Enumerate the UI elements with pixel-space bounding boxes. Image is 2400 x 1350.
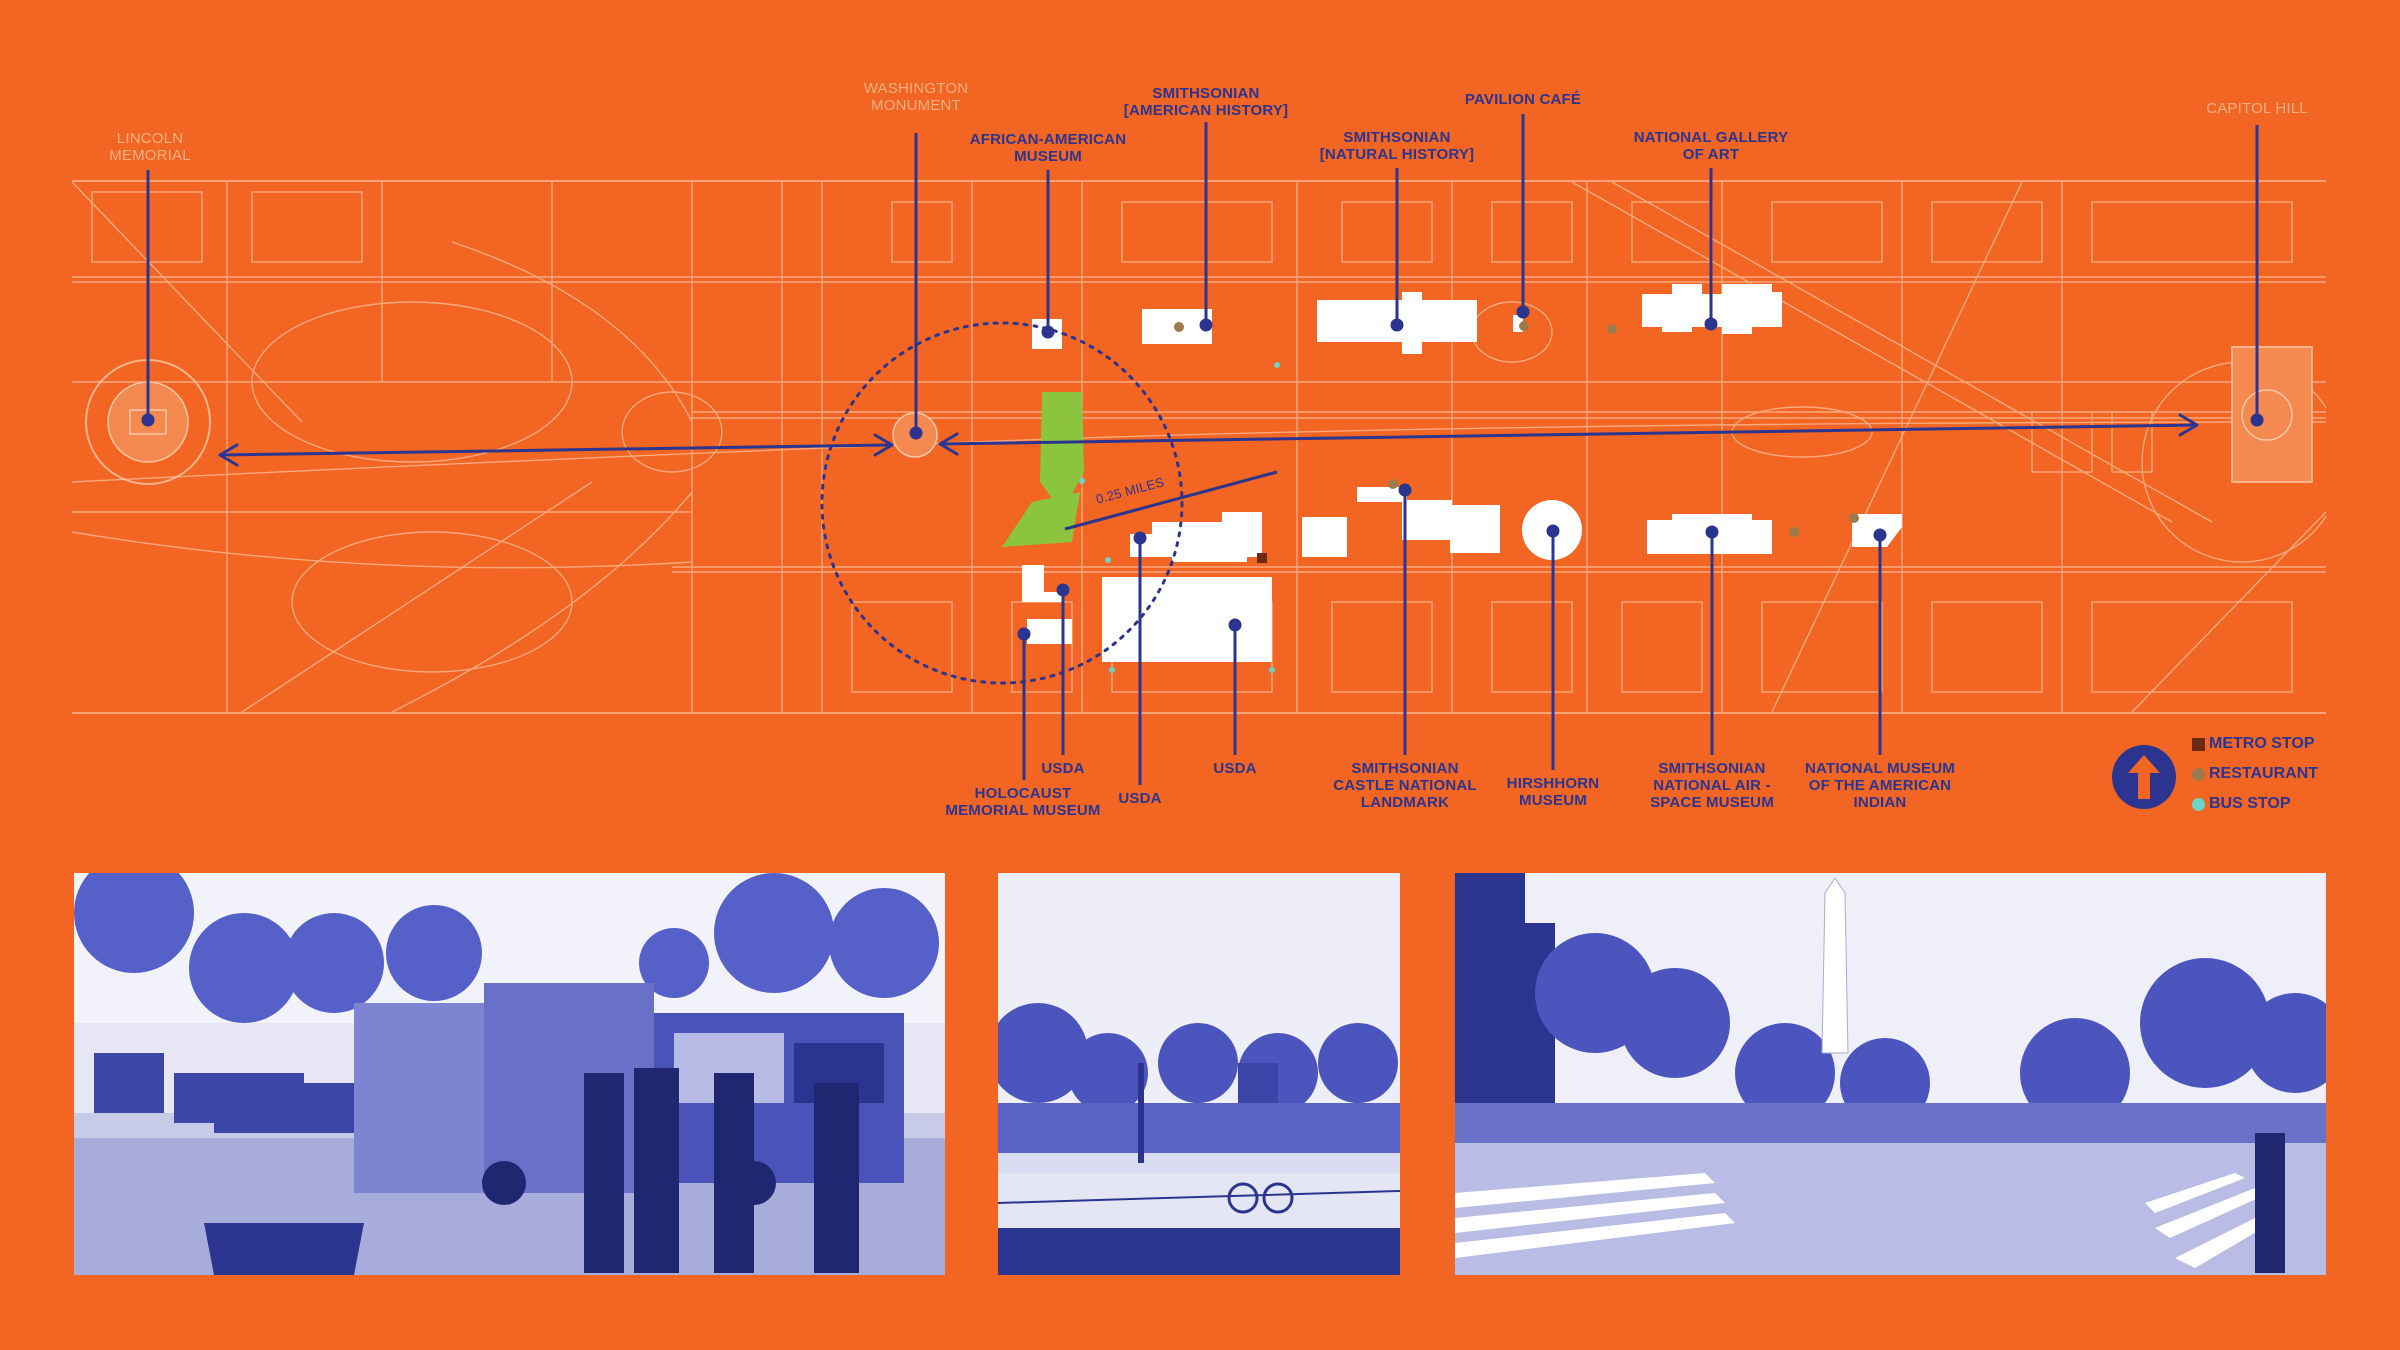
label-usda-3: USDA xyxy=(1213,760,1257,777)
label-national-gallery: NATIONAL GALLERY OF ART xyxy=(1633,129,1789,163)
label-washington-monument: WASHINGTON MONUMENT xyxy=(863,80,969,114)
legend-restaurant: RESTAURANT xyxy=(2192,765,2318,783)
monument-street-photo xyxy=(1455,873,2326,1275)
legend-bus-stop: BUS STOP xyxy=(2192,795,2291,813)
label-usda-2: USDA xyxy=(1118,790,1162,807)
label-usda-1: USDA xyxy=(1041,760,1085,777)
park-photo xyxy=(998,873,1400,1275)
map-legend: METRO STOP RESTAURANT BUS STOP xyxy=(2112,735,2332,820)
label-american-history: SMITHSONIAN [AMERICAN HISTORY] xyxy=(1123,85,1289,119)
label-natural-history: SMITHSONIAN [NATURAL HISTORY] xyxy=(1319,129,1475,163)
legend-metro-stop: METRO STOP xyxy=(2192,735,2315,753)
label-smithsonian-castle: SMITHSONIAN CASTLE NATIONAL LANDMARK xyxy=(1333,760,1477,811)
restaurant-icon xyxy=(2192,767,2205,781)
label-american-indian: NATIONAL MUSEUM OF THE AMERICAN INDIAN xyxy=(1805,760,1955,811)
label-lincoln-memorial: LINCOLN MEMORIAL xyxy=(109,130,191,164)
label-air-space-museum: SMITHSONIAN NATIONAL AIR - SPACE MUSEUM xyxy=(1650,760,1774,811)
food-truck-photo xyxy=(74,873,945,1275)
label-pavilion-cafe: PAVILION CAFÉ xyxy=(1464,91,1582,108)
bus-stop-icon xyxy=(2192,797,2205,811)
label-holocaust-museum: HOLOCAUST MEMORIAL MUSEUM xyxy=(945,785,1101,819)
label-hirshhorn: HIRSHHORN MUSEUM xyxy=(1506,775,1600,809)
north-arrow-icon xyxy=(2112,745,2176,809)
street-grid xyxy=(71,181,2343,713)
metro-stop-icon xyxy=(2192,737,2205,751)
site-map xyxy=(71,180,2343,714)
label-capitol-hill: CAPITOL HILL xyxy=(2206,100,2308,117)
label-african-american-museum: AFRICAN-AMERICAN MUSEUM xyxy=(969,131,1127,165)
